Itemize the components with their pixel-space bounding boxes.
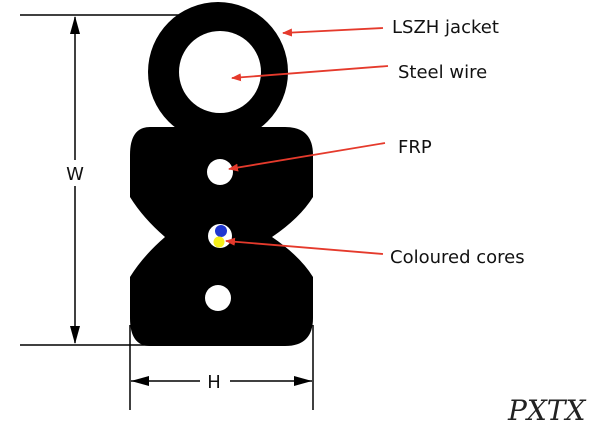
width-dimension: W bbox=[20, 14, 218, 346]
blue-core bbox=[215, 225, 227, 237]
height-label: H bbox=[207, 372, 221, 393]
height-dimension: H bbox=[129, 325, 314, 410]
height-arrow-right bbox=[294, 376, 312, 386]
width-arrow-top bbox=[70, 16, 80, 34]
steel-wire-label: Steel wire bbox=[398, 62, 487, 83]
brand-watermark: PXTX bbox=[507, 394, 586, 427]
frp-callout-arrow bbox=[228, 142, 386, 172]
height-arrow-left bbox=[131, 376, 149, 386]
cores-label: Coloured cores bbox=[390, 247, 525, 268]
jacket-callout-arrow bbox=[282, 27, 384, 37]
jacket-label: LSZH jacket bbox=[392, 17, 499, 38]
width-label-gap bbox=[62, 160, 88, 186]
steel-wire-callout-arrow bbox=[231, 65, 389, 82]
frp-upper-hole bbox=[207, 159, 233, 185]
callouts bbox=[225, 27, 389, 255]
frp-lower-hole bbox=[205, 285, 231, 311]
width-label: W bbox=[66, 164, 84, 185]
cores-callout-arrow bbox=[225, 237, 384, 255]
height-label-gap bbox=[200, 368, 230, 394]
cable-profile bbox=[130, 2, 313, 346]
steel-wire-hole bbox=[179, 31, 261, 113]
frp-label: FRP bbox=[398, 137, 432, 158]
yellow-core bbox=[213, 236, 225, 248]
width-arrow-bottom bbox=[70, 326, 80, 344]
